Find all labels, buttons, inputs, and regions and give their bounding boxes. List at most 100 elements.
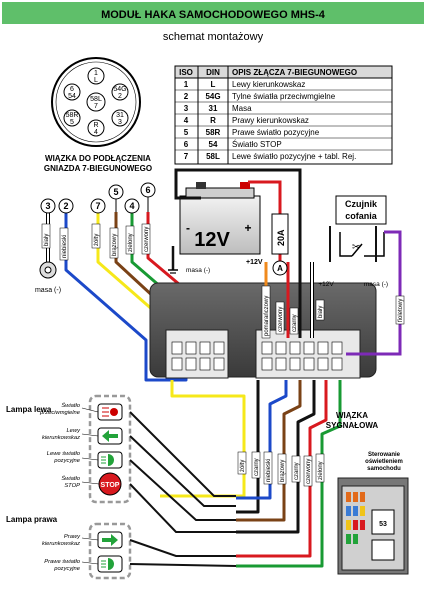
header-title: MODUŁ HAKA SAMOCHODOWEGO MHS-4 bbox=[101, 9, 326, 21]
table-cell: Tylne światła przeciwmgielne bbox=[232, 92, 336, 101]
harness-left-labels: biały niebieski żółty brązowy zielony cz… bbox=[41, 223, 151, 261]
table-cell: 1 bbox=[184, 80, 189, 89]
arrow-left-icon bbox=[102, 430, 118, 442]
svg-text:1: 1 bbox=[94, 70, 98, 77]
position-light-icon bbox=[101, 454, 114, 466]
socket-pin: R4 bbox=[87, 119, 105, 137]
svg-text:4: 4 bbox=[94, 129, 98, 136]
relay-label: 53 bbox=[379, 521, 387, 528]
svg-text:zielony: zielony bbox=[318, 461, 324, 480]
battery-ground: masa (-) bbox=[168, 267, 210, 274]
svg-text:3: 3 bbox=[118, 119, 122, 126]
table-cell: Światło STOP bbox=[232, 140, 282, 149]
car-fusebox: Sterowanie oświetleniem samochodu 53 bbox=[337, 452, 409, 575]
svg-text:brązowy: brązowy bbox=[112, 234, 118, 256]
battery: 12V + - bbox=[179, 182, 261, 255]
lamp-right-title: Lampa prawa bbox=[6, 515, 58, 524]
arrow-right-icon bbox=[102, 534, 118, 546]
table-cell: 3 bbox=[184, 104, 189, 113]
signal-harness-wires bbox=[160, 380, 342, 568]
battery-wires bbox=[171, 168, 314, 338]
wire-num: 5 bbox=[113, 187, 118, 197]
svg-text:czerwony: czerwony bbox=[144, 227, 150, 252]
svg-text:R: R bbox=[93, 122, 98, 129]
scissors-icon: ✂ bbox=[352, 242, 360, 253]
table-cell: Prawy kierunkowskaz bbox=[232, 116, 309, 125]
svg-text:L: L bbox=[94, 77, 98, 84]
table-cell: 6 bbox=[184, 140, 189, 149]
table-cell: Prawe światło pozycyjne bbox=[232, 128, 320, 137]
module-connector-right bbox=[261, 341, 343, 371]
svg-text:58R: 58R bbox=[66, 112, 79, 119]
table-cell: 54G bbox=[205, 92, 220, 101]
fog-light-icon bbox=[102, 407, 118, 417]
signal-wire-labels: żółty czarny niebieski brązowy czarny cz… bbox=[237, 451, 325, 487]
header-subtitle: schemat montażowy bbox=[163, 31, 264, 43]
plus12-label: +12V bbox=[246, 259, 263, 266]
svg-text:czarny: czarny bbox=[254, 458, 260, 476]
table-header: DIN bbox=[206, 68, 220, 77]
battery-voltage: 12V bbox=[194, 229, 230, 251]
lamp-right-wires bbox=[129, 539, 237, 567]
svg-text:7: 7 bbox=[94, 103, 98, 110]
battery-minus: - bbox=[186, 221, 190, 235]
fusebox-title: Sterowanie bbox=[368, 452, 401, 458]
svg-text:zielony: zielony bbox=[128, 233, 134, 252]
table-header: ISO bbox=[179, 68, 193, 77]
table-cell: 7 bbox=[184, 152, 189, 161]
table-cell: Lewy kierunkowskaz bbox=[232, 80, 305, 89]
lamp-right-frame bbox=[88, 522, 132, 580]
svg-text:biały: biały bbox=[318, 306, 324, 318]
svg-text:54G: 54G bbox=[113, 86, 126, 93]
header-bar bbox=[2, 2, 424, 24]
wire-num: 4 bbox=[129, 201, 134, 211]
signal-harness-title: SYGNAŁOWA bbox=[326, 421, 379, 430]
lamp-left-title: Lampa lewa bbox=[6, 405, 52, 414]
sensor-title: cofania bbox=[345, 211, 378, 221]
ground-label: masa (-) bbox=[35, 287, 61, 294]
table-cell: 4 bbox=[184, 116, 189, 125]
ammeter: A bbox=[272, 260, 288, 276]
table-header: OPIS ZŁĄCZA 7-BIEGUNOWEGO bbox=[232, 68, 357, 77]
socket-pin: 313 bbox=[111, 109, 129, 127]
svg-text:58L: 58L bbox=[90, 96, 102, 103]
svg-text:31: 31 bbox=[116, 112, 124, 119]
svg-text:pomarańczowy: pomarańczowy bbox=[264, 296, 270, 336]
svg-text:żółty: żółty bbox=[240, 460, 246, 472]
wire-num: 7 bbox=[95, 201, 100, 211]
harness-left-numbers: 3 2 7 5 4 6 bbox=[40, 182, 156, 214]
table-cell: Masa bbox=[232, 104, 252, 113]
table-cell: Lewe światło pozycyjne + tabl. Rej. bbox=[232, 152, 356, 161]
wire-num: 6 bbox=[145, 185, 150, 195]
ammeter-label: A bbox=[277, 264, 283, 273]
wire-num: 2 bbox=[63, 201, 68, 211]
svg-text:5: 5 bbox=[70, 119, 74, 126]
battery-plus: + bbox=[244, 221, 251, 235]
module-connector-left bbox=[171, 341, 225, 371]
wire-num: 3 bbox=[45, 201, 50, 211]
harness-left-title: WIĄZKA DO PODŁĄCZENIA bbox=[45, 154, 151, 163]
reverse-sensor: Czujnik cofania ✂ +12V masa (-) fioletow… bbox=[318, 195, 405, 356]
svg-text:brązowy: brązowy bbox=[280, 460, 286, 482]
svg-text:2: 2 bbox=[118, 93, 122, 100]
sensor-ground: masa (-) bbox=[364, 281, 388, 288]
svg-text:niebieski: niebieski bbox=[266, 459, 272, 482]
socket-pin: 654 bbox=[63, 83, 81, 101]
table-cell: 58L bbox=[206, 152, 220, 161]
svg-text:czarny: czarny bbox=[292, 314, 298, 332]
sensor-wire-label: fioletowy bbox=[398, 299, 404, 322]
svg-text:czerwony: czerwony bbox=[278, 307, 284, 332]
fusebox-title: samochodu bbox=[367, 466, 401, 472]
